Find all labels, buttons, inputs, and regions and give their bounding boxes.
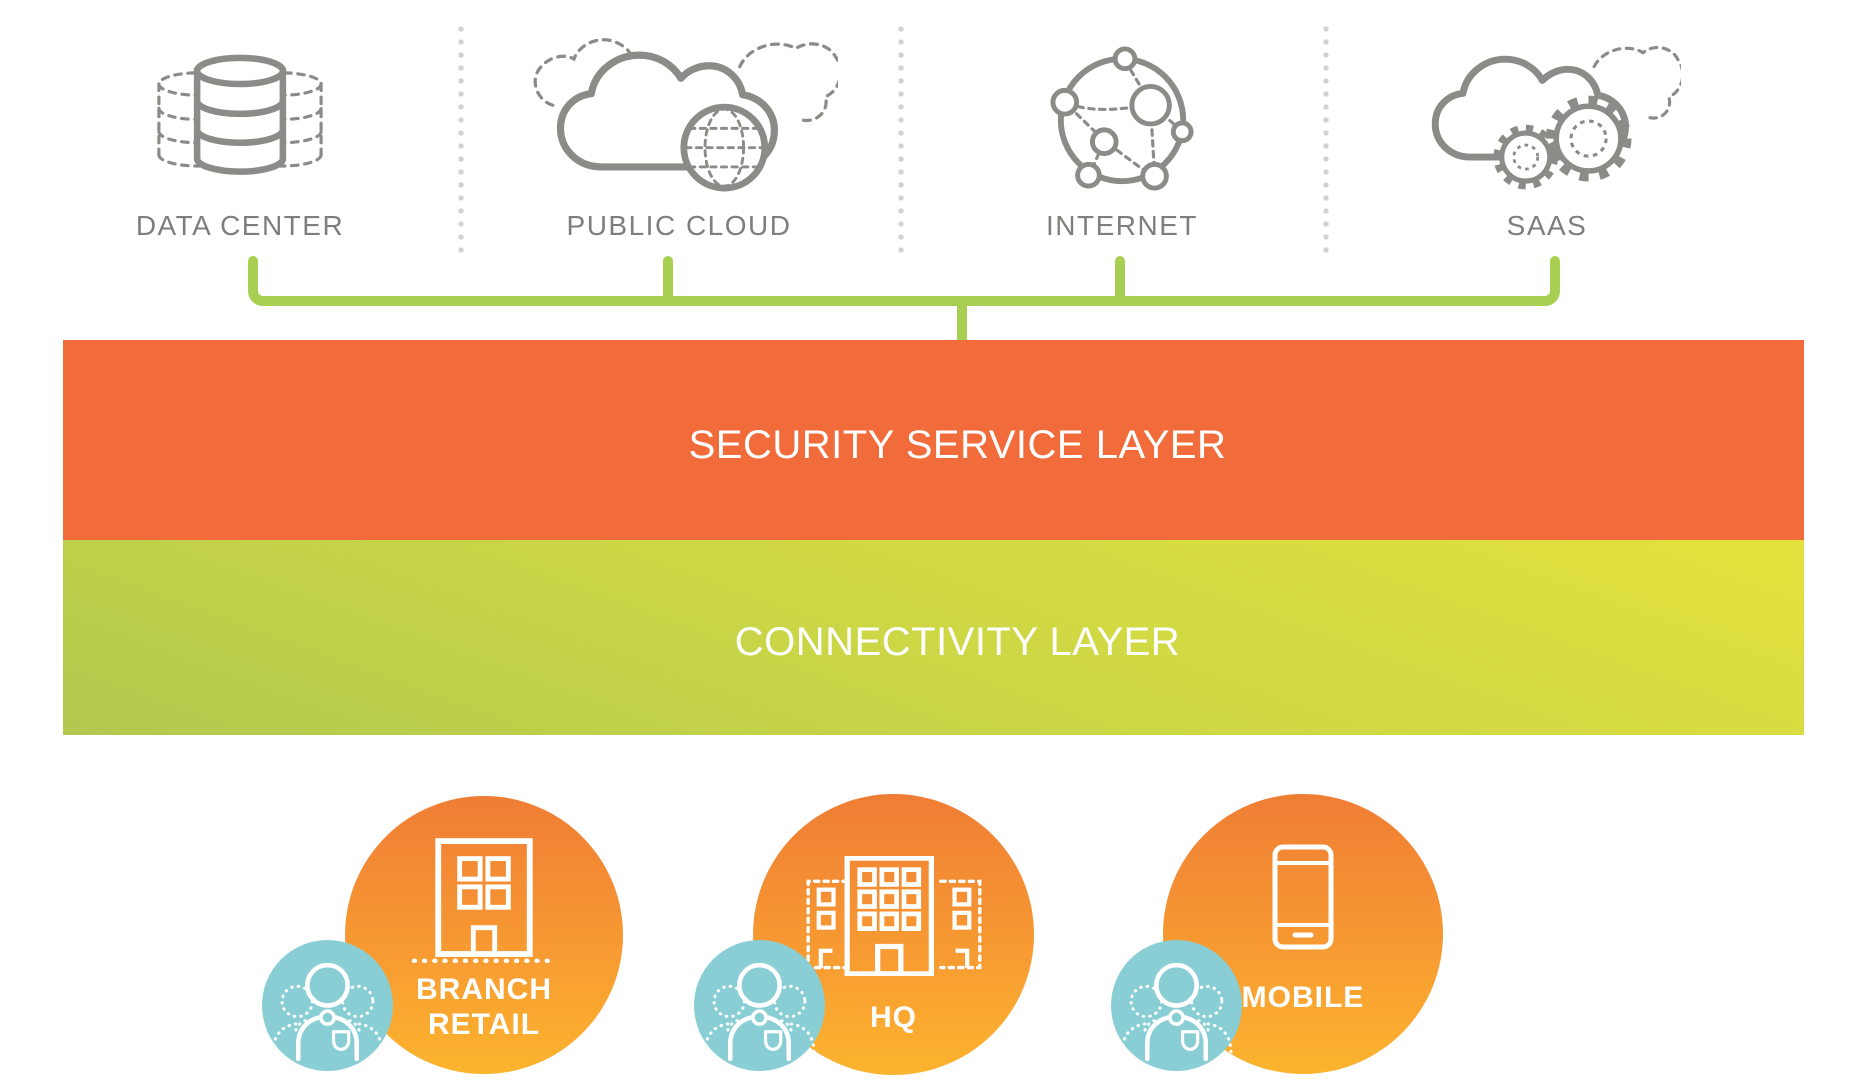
internet-network-icon bbox=[1050, 46, 1194, 191]
database-icon bbox=[157, 54, 323, 175]
internet-icon-wrap bbox=[968, 28, 1276, 194]
branch-building-icon bbox=[411, 838, 557, 963]
data-center-icon-wrap bbox=[95, 28, 385, 194]
public-cloud-globe-icon bbox=[533, 38, 838, 192]
source-data-center: DATA CENTER bbox=[95, 28, 385, 242]
public-cloud-label: PUBLIC CLOUD bbox=[566, 210, 792, 241]
source-internet: INTERNET bbox=[968, 28, 1276, 242]
mobile-users-badge bbox=[1111, 940, 1242, 1071]
user-group-icon bbox=[271, 962, 384, 1062]
smartphone-icon bbox=[1272, 844, 1334, 950]
dotted-divider bbox=[458, 25, 464, 258]
data-center-label: DATA CENTER bbox=[135, 210, 345, 241]
saas-cloud-gears-icon bbox=[1431, 46, 1681, 190]
security-service-layer-band: SECURITY SERVICE LAYER bbox=[63, 340, 1804, 540]
connectivity-layer-label: CONNECTIVITY LAYER bbox=[734, 620, 1181, 664]
branch-label-line2: RETAIL bbox=[427, 1008, 541, 1041]
hq-label-line1: HQ bbox=[870, 1001, 917, 1034]
branch-label-line1: BRANCH bbox=[416, 973, 552, 1006]
branch-users-badge bbox=[262, 940, 393, 1071]
hq-label: HQ bbox=[753, 1000, 1034, 1035]
internet-label: INTERNET bbox=[1046, 210, 1198, 241]
hq-building-icon bbox=[806, 856, 981, 976]
saas-label: SAAS bbox=[1506, 210, 1588, 241]
user-group-icon bbox=[703, 962, 816, 1062]
mobile-label: MOBILE bbox=[1163, 980, 1443, 1015]
branch-retail-label: BRANCH RETAIL bbox=[345, 972, 623, 1042]
dotted-divider bbox=[898, 25, 904, 258]
user-group-icon bbox=[1120, 962, 1233, 1062]
connectivity-layer-band: CONNECTIVITY LAYER bbox=[63, 540, 1804, 735]
source-public-cloud: PUBLIC CLOUD bbox=[512, 28, 846, 242]
mobile-label-line1: MOBILE bbox=[1241, 981, 1365, 1014]
hq-users-badge bbox=[694, 940, 825, 1071]
public-cloud-icon-wrap bbox=[512, 28, 846, 194]
dotted-divider bbox=[1323, 25, 1329, 258]
site-branch-retail: BRANCH RETAIL bbox=[345, 796, 623, 1074]
security-service-layer-label: SECURITY SERVICE LAYER bbox=[688, 422, 1227, 467]
saas-icon-wrap bbox=[1390, 28, 1704, 194]
source-saas: SAAS bbox=[1390, 28, 1704, 242]
